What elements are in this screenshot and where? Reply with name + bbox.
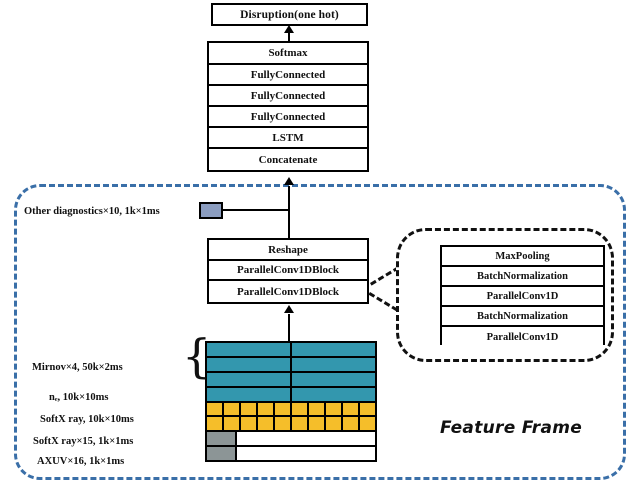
grid-cell	[343, 402, 360, 416]
grid-row-softx-10k	[207, 417, 375, 433]
grid-cell	[292, 343, 375, 356]
grid-row-softx-15	[207, 432, 375, 448]
grid-cell	[207, 402, 224, 416]
layer-maxpooling: MaxPooling	[442, 247, 603, 267]
head-layer-stack: Softmax FullyConnected FullyConnected Fu…	[207, 41, 369, 172]
grid-cell	[207, 447, 237, 460]
expansion-layer-stack: MaxPooling BatchNormalization ParallelCo…	[440, 245, 605, 347]
grid-cell	[292, 357, 375, 371]
layer-fullyconnected-1: FullyConnected	[209, 65, 367, 86]
grid-cell	[237, 432, 375, 446]
grid-cell	[360, 402, 375, 416]
grid-cell	[207, 343, 292, 356]
output-box-disruption: Disruption(one hot)	[211, 3, 368, 26]
signal-label-ne: nₑ, 10k×10ms	[49, 392, 109, 403]
layer-parallelconv1d-2: ParallelConv1D	[442, 327, 603, 347]
layer-parallelconv1dblock-2: ParallelConv1DBlock	[209, 281, 367, 302]
grid-cell	[207, 357, 292, 371]
connector-reshape-to-concat	[288, 186, 290, 238]
conv-layer-stack: Reshape ParallelConv1DBlock ParallelConv…	[207, 238, 369, 304]
mirnov-brace: {	[182, 329, 212, 383]
grid-cell	[360, 417, 375, 431]
grid-cell	[343, 417, 360, 431]
grid-cell	[237, 447, 375, 460]
connector-otherdiag-to-trunk	[223, 209, 289, 211]
layer-fullyconnected-2: FullyConnected	[209, 86, 367, 107]
connector-grid-to-conv	[288, 314, 290, 342]
grid-cell	[207, 372, 292, 386]
grid-row-mirnov-4	[207, 387, 375, 403]
grid-cell	[275, 417, 292, 431]
grid-cell	[258, 417, 275, 431]
grid-cell	[275, 402, 292, 416]
grid-cell	[292, 387, 375, 401]
layer-parallelconv1d-1: ParallelConv1D	[442, 287, 603, 307]
grid-cell	[292, 372, 375, 386]
arrowhead-to-output	[284, 25, 294, 33]
layer-batchnormalization-1: BatchNormalization	[442, 267, 603, 287]
signal-label-mirnov: Mirnov×4, 50k×2ms	[32, 362, 123, 373]
grid-cell	[326, 402, 343, 416]
grid-cell	[326, 417, 343, 431]
grid-cell	[292, 402, 309, 416]
signal-label-softx-10k: SoftX ray, 10k×10ms	[40, 414, 134, 425]
layer-batchnormalization-2: BatchNormalization	[442, 307, 603, 327]
feature-frame-border	[14, 184, 626, 480]
grid-cell	[207, 417, 224, 431]
grid-cell	[207, 387, 292, 401]
other-diagnostics-label: Other diagnostics×10, 1k×1ms	[24, 206, 160, 217]
layer-reshape: Reshape	[209, 240, 367, 261]
grid-row-mirnov-2	[207, 357, 375, 373]
grid-row-mirnov-1	[207, 343, 375, 358]
grid-cell	[309, 417, 326, 431]
layer-lstm: LSTM	[209, 128, 367, 149]
grid-cell	[292, 417, 309, 431]
grid-row-axuv	[207, 447, 375, 460]
grid-row-mirnov-3	[207, 372, 375, 388]
grid-cell	[309, 402, 326, 416]
signal-label-softx-15: SoftX ray×15, 1k×1ms	[33, 436, 134, 447]
arrowhead-to-concat	[284, 177, 294, 185]
feature-frame-grid	[205, 341, 377, 462]
layer-fullyconnected-3: FullyConnected	[209, 107, 367, 128]
grid-cell	[241, 402, 258, 416]
layer-parallelconv1dblock-1: ParallelConv1DBlock	[209, 261, 367, 281]
grid-cell	[224, 417, 241, 431]
grid-cell	[207, 432, 237, 446]
layer-softmax: Softmax	[209, 43, 367, 65]
connector-head-to-output	[288, 30, 290, 42]
signal-label-axuv: AXUV×16, 1k×1ms	[37, 456, 125, 467]
grid-row-ne	[207, 402, 375, 418]
layer-concatenate: Concatenate	[209, 149, 367, 170]
grid-cell	[258, 402, 275, 416]
feature-frame-title: Feature Frame	[440, 418, 583, 438]
grid-cell	[241, 417, 258, 431]
grid-cell	[224, 402, 241, 416]
other-diagnostics-box	[199, 202, 223, 219]
arrowhead-to-conv	[284, 305, 294, 313]
